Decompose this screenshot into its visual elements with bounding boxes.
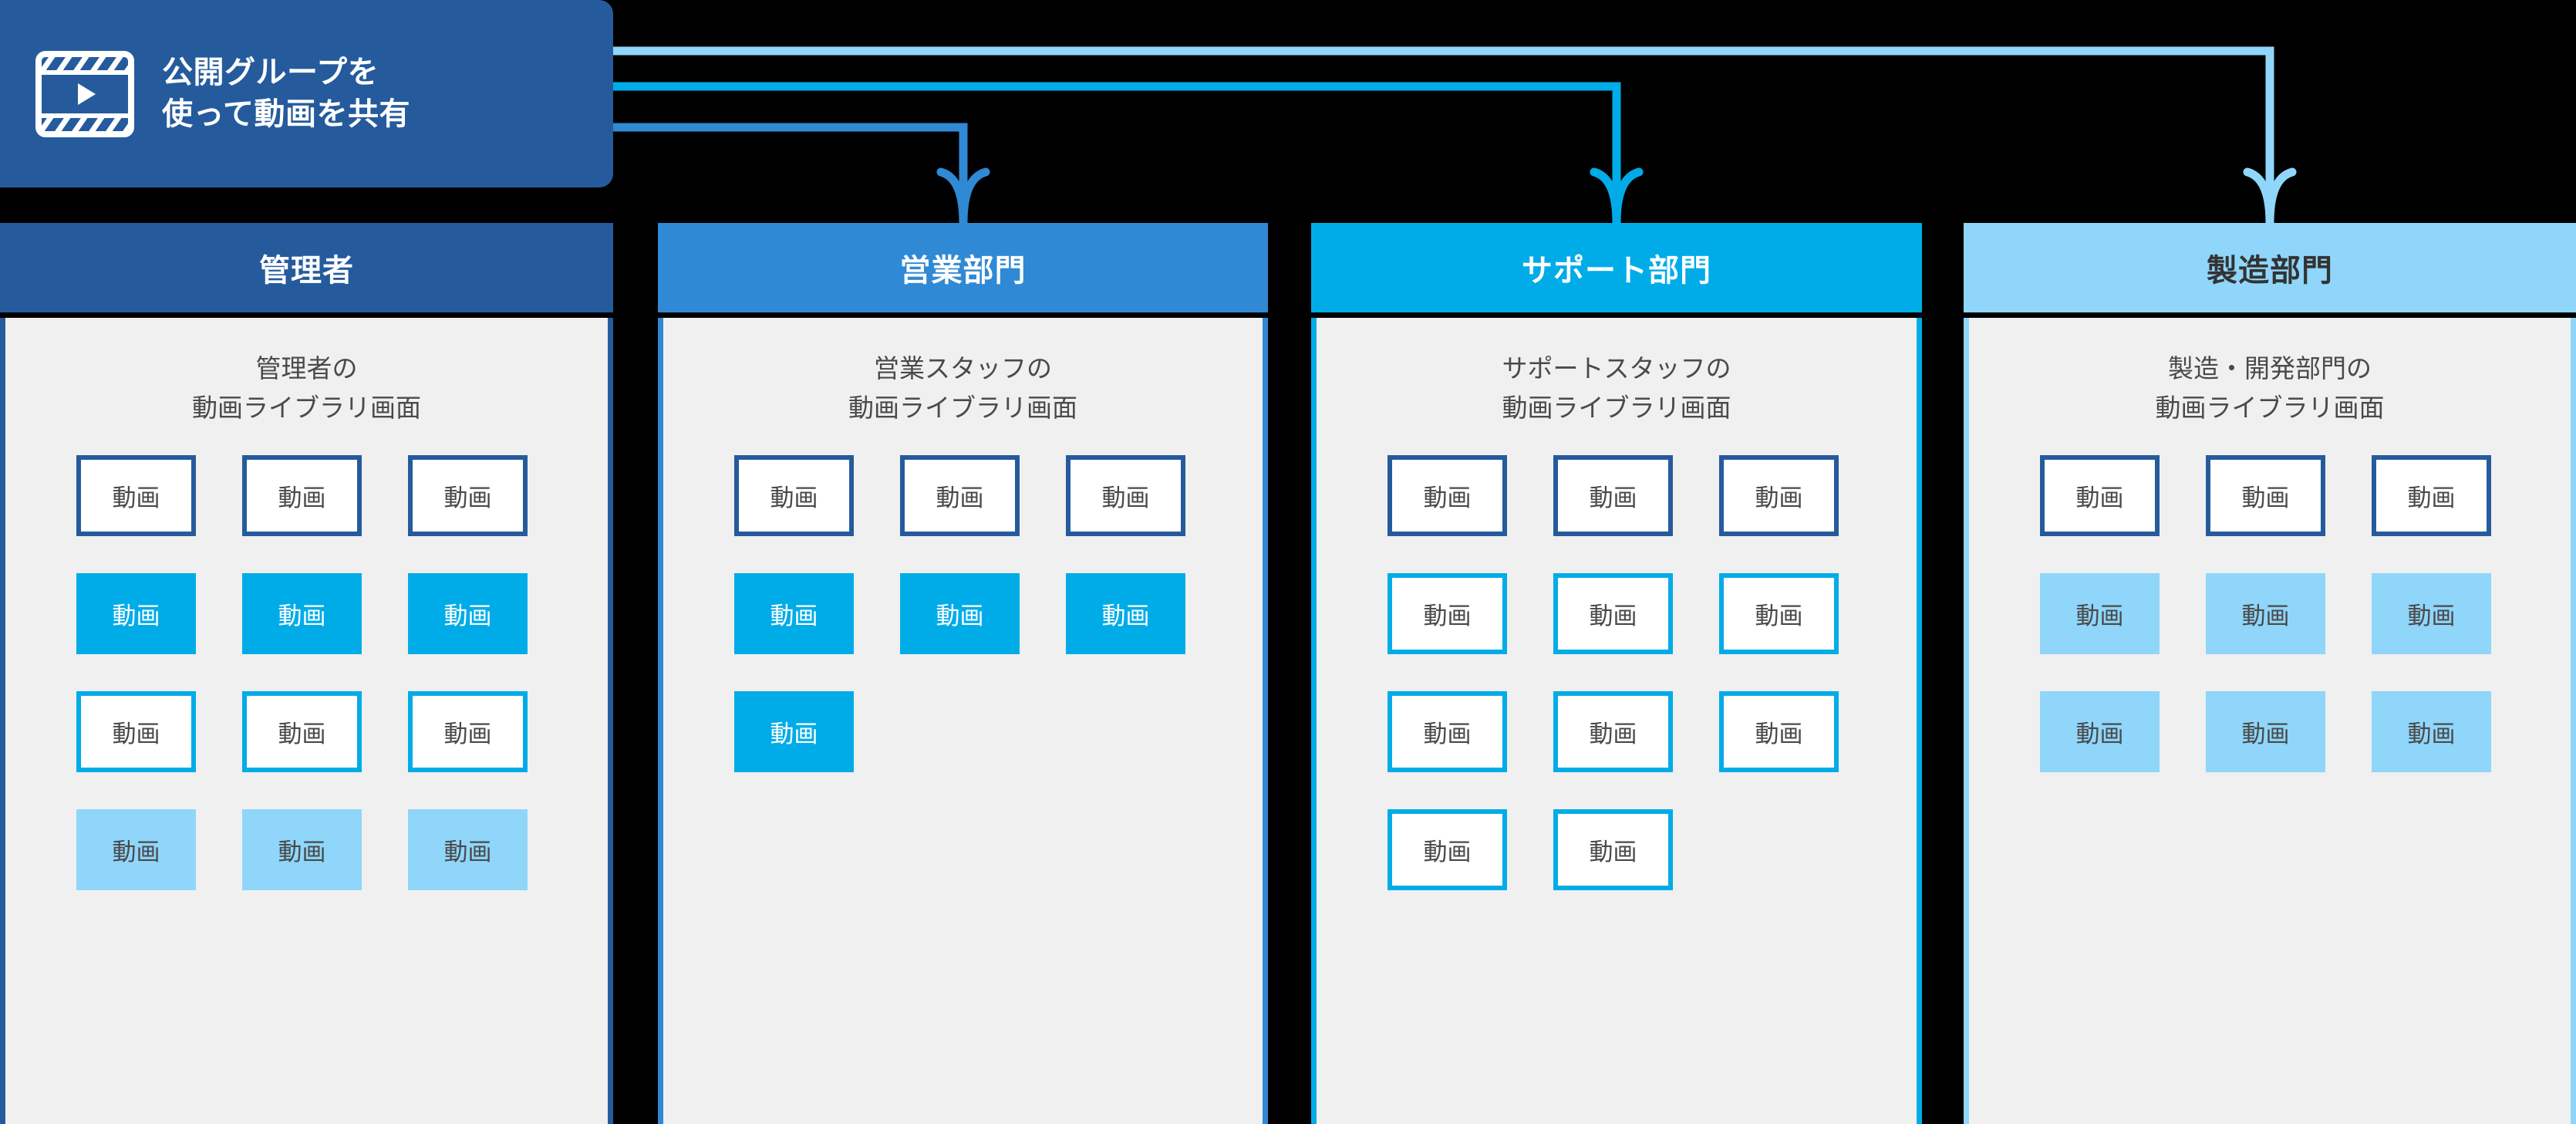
- video-tile[interactable]: 動画: [2040, 573, 2160, 655]
- video-tile[interactable]: 動画: [242, 455, 362, 537]
- video-tile[interactable]: 動画: [2206, 455, 2325, 537]
- video-tile[interactable]: 動画: [1066, 573, 1185, 655]
- video-tile[interactable]: 動画: [1553, 691, 1673, 773]
- column-header-divider: [0, 312, 613, 318]
- column-header-support[interactable]: サポート部門: [1311, 223, 1922, 312]
- video-tile[interactable]: 動画: [2372, 455, 2491, 537]
- video-tile[interactable]: 動画: [76, 573, 196, 655]
- column-manufacturing: 製造部門製造・開発部門の 動画ライブラリ画面動画動画動画動画動画動画動画動画動画: [1964, 223, 2576, 1124]
- column-header-divider: [1964, 312, 2576, 318]
- column-sales: 営業部門営業スタッフの 動画ライブラリ画面動画動画動画動画動画動画動画: [658, 223, 1268, 1124]
- video-tile[interactable]: 動画: [2372, 573, 2491, 655]
- video-tile[interactable]: 動画: [76, 691, 196, 773]
- video-tile[interactable]: 動画: [242, 691, 362, 773]
- video-tile[interactable]: 動画: [734, 691, 854, 773]
- video-tile[interactable]: 動画: [900, 573, 1020, 655]
- video-tile[interactable]: 動画: [1719, 691, 1839, 773]
- column-body-sales: 営業スタッフの 動画ライブラリ画面動画動画動画動画動画動画動画: [658, 318, 1268, 1124]
- video-tile[interactable]: 動画: [2040, 691, 2160, 773]
- column-header-admin[interactable]: 管理者: [0, 223, 613, 312]
- column-support: サポート部門サポートスタッフの 動画ライブラリ画面動画動画動画動画動画動画動画動…: [1311, 223, 1922, 1124]
- column-header-manufacturing[interactable]: 製造部門: [1964, 223, 2576, 312]
- video-tile-grid-sales: 動画動画動画動画動画動画動画: [663, 427, 1263, 809]
- column-admin: 管理者管理者の 動画ライブラリ画面動画動画動画動画動画動画動画動画動画動画動画動…: [0, 223, 613, 1124]
- video-tile[interactable]: 動画: [76, 455, 196, 537]
- video-tile-grid-manufacturing: 動画動画動画動画動画動画動画動画動画: [1969, 427, 2571, 809]
- column-description-admin: 管理者の 動画ライブラリ画面: [192, 353, 421, 424]
- video-tile[interactable]: 動画: [242, 809, 362, 891]
- video-tile[interactable]: 動画: [1553, 455, 1673, 537]
- video-tile[interactable]: 動画: [408, 573, 528, 655]
- video-tile[interactable]: 動画: [1553, 573, 1673, 655]
- video-tile[interactable]: 動画: [408, 809, 528, 891]
- connector-to-sales: [613, 123, 990, 224]
- column-body-manufacturing: 製造・開発部門の 動画ライブラリ画面動画動画動画動画動画動画動画動画動画: [1964, 318, 2576, 1124]
- column-body-support: サポートスタッフの 動画ライブラリ画面動画動画動画動画動画動画動画動画動画動画動…: [1311, 318, 1922, 1124]
- column-header-divider: [1311, 312, 1922, 318]
- video-tile[interactable]: 動画: [1066, 455, 1185, 537]
- column-header-divider: [658, 312, 1268, 318]
- column-description-manufacturing: 製造・開発部門の 動画ライブラリ画面: [2155, 353, 2385, 424]
- video-tile[interactable]: 動画: [1387, 455, 1507, 537]
- video-tile[interactable]: 動画: [76, 809, 196, 891]
- video-tile[interactable]: 動画: [242, 573, 362, 655]
- video-tile-grid-support: 動画動画動画動画動画動画動画動画動画動画動画: [1317, 427, 1917, 927]
- video-tile-grid-admin: 動画動画動画動画動画動画動画動画動画動画動画動画: [5, 427, 608, 927]
- video-tile[interactable]: 動画: [734, 455, 854, 537]
- source-badge: 公開グループを 使って動画を共有: [0, 0, 613, 187]
- video-tile[interactable]: 動画: [1387, 691, 1507, 773]
- video-tile[interactable]: 動画: [1387, 573, 1507, 655]
- video-tile[interactable]: 動画: [1719, 573, 1839, 655]
- video-tile[interactable]: 動画: [1387, 809, 1507, 891]
- video-tile[interactable]: 動画: [2206, 691, 2325, 773]
- column-description-support: サポートスタッフの 動画ライブラリ画面: [1502, 353, 1731, 424]
- video-tile[interactable]: 動画: [2040, 455, 2160, 537]
- video-tile[interactable]: 動画: [408, 691, 528, 773]
- video-tile[interactable]: 動画: [900, 455, 1020, 537]
- video-tile[interactable]: 動画: [408, 455, 528, 537]
- connector-to-support: [613, 82, 1644, 224]
- video-tile[interactable]: 動画: [1719, 455, 1839, 537]
- column-body-admin: 管理者の 動画ライブラリ画面動画動画動画動画動画動画動画動画動画動画動画動画: [0, 318, 613, 1124]
- video-tile[interactable]: 動画: [1553, 809, 1673, 891]
- column-description-sales: 営業スタッフの 動画ライブラリ画面: [848, 353, 1077, 424]
- video-tile[interactable]: 動画: [2206, 573, 2325, 655]
- source-badge-label: 公開グループを 使って動画を共有: [162, 55, 410, 132]
- connector-to-manufacturing: [613, 46, 2297, 224]
- film-video-icon: [35, 50, 134, 137]
- column-header-sales[interactable]: 営業部門: [658, 223, 1268, 312]
- video-tile[interactable]: 動画: [2372, 691, 2491, 773]
- video-tile[interactable]: 動画: [734, 573, 854, 655]
